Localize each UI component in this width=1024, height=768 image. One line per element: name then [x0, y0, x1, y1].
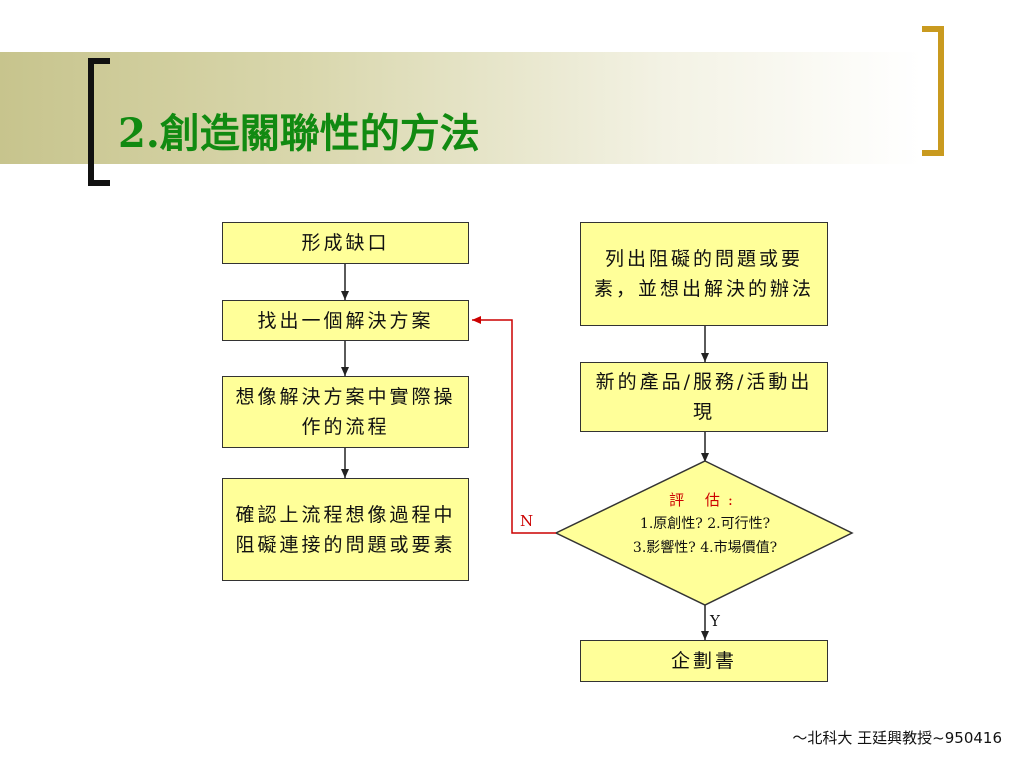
- box-imagine-process: 想像解決方案中實際操作的流程: [222, 376, 469, 448]
- decision-heading: 評 估:: [669, 491, 741, 509]
- box-confirm-obstacles: 確認上流程想像過程中阻礙連接的問題或要素: [222, 478, 469, 581]
- label-yes: Y: [710, 612, 720, 630]
- decision-diamond: [554, 460, 854, 606]
- decision-text: 評 估: 1.原創性? 2.可行性? 3.影響性? 4.市場價值?: [590, 488, 820, 560]
- left-bracket-decoration: [88, 58, 110, 186]
- box-form-gap: 形成缺口: [222, 222, 469, 264]
- decision-line-2: 3.影響性? 4.市場價值?: [632, 540, 778, 556]
- decision-line-1: 1.原創性? 2.可行性?: [639, 516, 771, 532]
- right-bracket-decoration: [922, 26, 944, 156]
- feedback-arrow-no: [472, 316, 556, 534]
- box-new-product: 新的產品/服務/活動出現: [580, 362, 828, 432]
- box-proposal: 企劃書: [580, 640, 828, 682]
- label-no: N: [520, 512, 534, 530]
- footer-credit: ～北科大 王廷興教授~950416: [792, 729, 1002, 747]
- box-find-solution: 找出一個解決方案: [222, 300, 469, 341]
- page-title: 2.創造關聯性的方法: [118, 110, 480, 157]
- box-list-obstacles: 列出阻礙的問題或要素，並想出解決的辦法: [580, 222, 828, 326]
- title-band: [0, 52, 1024, 164]
